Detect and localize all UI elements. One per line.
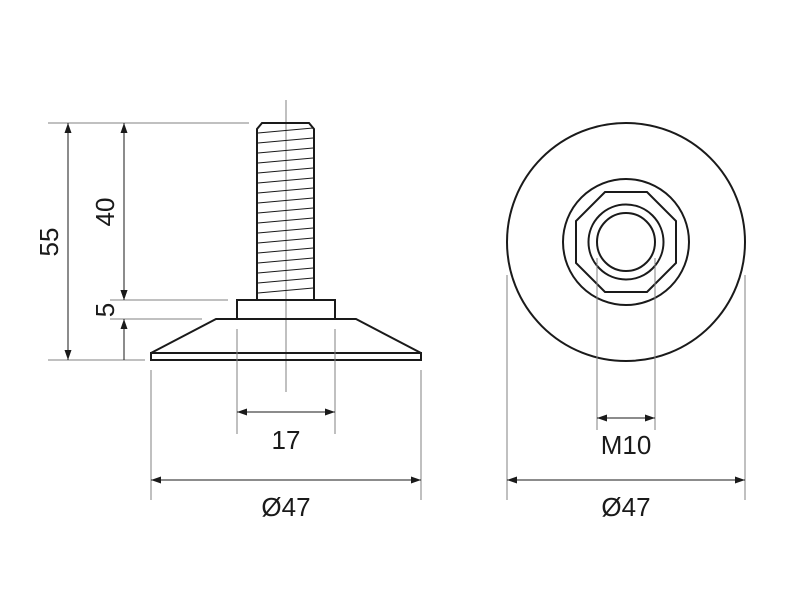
- thread-line: [257, 187, 314, 194]
- thread-line: [257, 207, 314, 214]
- thread-line: [257, 257, 314, 264]
- extension-lines-top: [506, 258, 746, 500]
- thread-line: [257, 137, 314, 144]
- top-view: M10 Ø47: [506, 122, 746, 522]
- thread-line: [257, 277, 314, 284]
- thread-line: [257, 127, 314, 134]
- side-view: 55 40 5 17 Ø47: [34, 100, 422, 522]
- thread-line: [257, 227, 314, 234]
- thread-line: [257, 247, 314, 254]
- thread-line: [257, 237, 314, 244]
- dim-label-diameter-top: Ø47: [601, 492, 650, 522]
- octagon-nut: [575, 191, 677, 293]
- thread-line: [257, 177, 314, 184]
- thread-line: [257, 197, 314, 204]
- dim-label-m10: M10: [601, 430, 652, 460]
- base-plate: [150, 352, 422, 361]
- dim-label-40: 40: [90, 198, 120, 227]
- base-outer-circle: [506, 122, 746, 362]
- dim-label-5: 5: [90, 303, 120, 317]
- thread-line: [257, 267, 314, 274]
- threaded-stud: [256, 122, 315, 300]
- thread-outer-circle: [587, 203, 665, 281]
- dim-label-55: 55: [34, 228, 64, 257]
- thread-line: [257, 167, 314, 174]
- collar-circle: [562, 178, 690, 306]
- dim-label-17: 17: [272, 425, 301, 455]
- thread-inner-circle: [596, 212, 656, 272]
- thread-line: [257, 287, 314, 294]
- thread-line: [257, 157, 314, 164]
- thread-line: [257, 147, 314, 154]
- thread-line: [257, 217, 314, 224]
- dim-label-diameter-side: Ø47: [261, 492, 310, 522]
